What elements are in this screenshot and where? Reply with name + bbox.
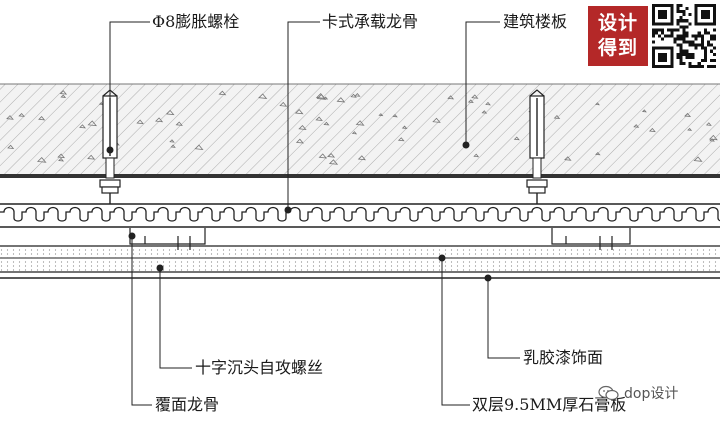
aggregate-mark [165, 109, 175, 116]
aggregate-mark [36, 156, 47, 163]
aggregate-mark [392, 113, 398, 118]
label-latex-paint: 乳胶漆饰面 [523, 348, 604, 367]
aggregate-mark [708, 134, 718, 141]
aggregate-mark [351, 131, 358, 135]
watermark-text: dop设计 [624, 386, 679, 402]
expansion-bolt-left [99, 89, 121, 206]
aggregate-mark [687, 127, 693, 131]
aggregate-mark [471, 94, 479, 99]
aggregate-mark [447, 95, 455, 100]
wechat-icon [598, 385, 619, 401]
aggregate-mark [258, 93, 268, 99]
aggregate-mark [693, 156, 703, 162]
aggregate-mark [279, 101, 288, 107]
aggregate-mark [473, 153, 480, 158]
aggregate-mark [481, 110, 488, 114]
aggregate-mark [87, 154, 96, 160]
aggregate-mark [38, 116, 46, 121]
logo-line-2: 得到 [597, 37, 638, 59]
aggregate-mark [6, 115, 14, 120]
aggregate-mark [323, 121, 330, 126]
aggregate-mark [564, 156, 572, 161]
aggregate-mark [295, 138, 304, 144]
aggregate-mark [327, 152, 336, 158]
aggregate-mark [175, 121, 183, 126]
aggregate-mark [60, 94, 67, 98]
aggregate-mark [397, 137, 405, 142]
aggregate-mark [154, 117, 164, 123]
aggregate-mark [594, 102, 600, 106]
aggregate-mark [709, 138, 715, 142]
aggregate-mark [294, 109, 304, 115]
aggregate-mark [7, 144, 15, 149]
label-building-slab: 建筑楼板 [503, 12, 568, 31]
leader-lines [106, 21, 520, 406]
aggregate-mark [18, 112, 25, 117]
gypsum-boards [0, 245, 720, 279]
aggregate-mark [136, 119, 144, 125]
aggregate-mark [328, 159, 339, 165]
label-gypsum-board: 双层9.5MM厚石膏板 [472, 395, 627, 414]
aggregate-mark [378, 113, 384, 117]
aggregate-mark [58, 157, 65, 162]
aggregate-mark [87, 120, 98, 127]
aggregate-mark [318, 153, 328, 159]
aggregate-mark [57, 153, 66, 159]
aggregate-mark [218, 90, 227, 96]
label-cover-keel: 覆面龙骨 [155, 395, 220, 414]
aggregate-mark [401, 125, 408, 129]
aggregate-mark [79, 124, 86, 129]
label-main-keel: 卡式承载龙骨 [322, 12, 419, 31]
aggregate-mark [315, 93, 326, 99]
aggregate-mark [59, 90, 68, 95]
concrete-slab [0, 83, 720, 178]
aggregate-mark [350, 93, 357, 98]
aggregate-mark [705, 122, 712, 126]
aggregate-mark [98, 102, 104, 105]
aggregate-mark [595, 151, 601, 156]
brand-logo: 设计 得到 [588, 6, 648, 66]
aggregate-mark [633, 124, 640, 128]
aggregate-mark [323, 96, 329, 100]
aggregate-mark [648, 127, 656, 133]
aggregate-mark [553, 115, 561, 119]
aggregate-mark [513, 136, 520, 141]
aggregate-mark [194, 144, 204, 150]
aggregate-mark [641, 109, 647, 113]
aggregate-mark [432, 117, 441, 123]
expansion-bolt-right [526, 89, 548, 206]
main-keel [0, 203, 720, 228]
aggregate-mark [684, 112, 692, 118]
label-self-tapping-screw: 十字沉头自攻螺丝 [195, 358, 324, 377]
aggregate-mark [170, 144, 176, 148]
logo-line-1: 设计 [597, 12, 638, 34]
aggregate-mark [298, 124, 307, 130]
aggregate-mark [357, 155, 366, 161]
watermark: dop设计 [598, 383, 678, 403]
aggregate-mark [169, 139, 175, 143]
aggregate-mark [336, 97, 346, 103]
aggregate-mark [355, 120, 365, 126]
aggregate-mark [485, 101, 491, 106]
aggregate-mark [467, 99, 474, 103]
aggregate-mark [354, 93, 361, 97]
qr-code-icon [652, 4, 716, 68]
slab-aggregate [6, 90, 718, 165]
aggregate-mark [315, 116, 323, 121]
label-expansion-bolt: Φ8膨胀螺栓 [152, 12, 240, 31]
